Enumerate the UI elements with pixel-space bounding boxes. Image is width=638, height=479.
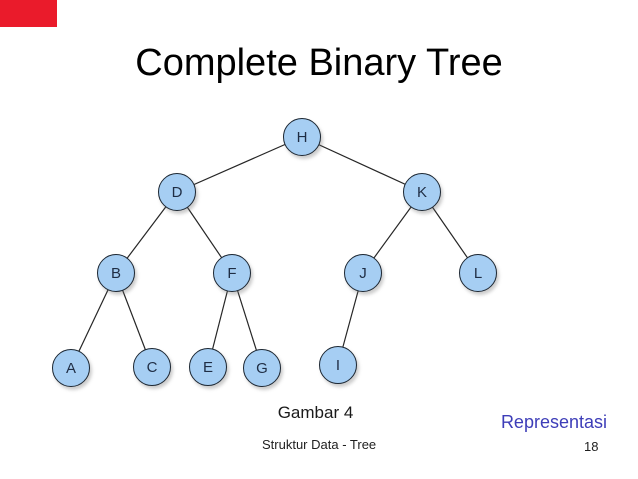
- tree-node-f: F: [213, 254, 251, 292]
- tree-node-j: J: [344, 254, 382, 292]
- tree-edge-h-d: [176, 136, 303, 193]
- tree-node-g: G: [243, 349, 281, 387]
- figure-caption: Gambar 4: [277, 403, 354, 422]
- page-number: 18: [584, 439, 599, 454]
- tree-node-a: A: [52, 349, 90, 387]
- red-corner-badge: [0, 0, 57, 27]
- tree-node-c: C: [133, 348, 171, 386]
- slide-title: Complete Binary Tree: [135, 42, 503, 84]
- footer-title: Struktur Data - Tree: [262, 437, 377, 452]
- tree-node-l: L: [459, 254, 497, 292]
- tree-node-d: D: [158, 173, 196, 211]
- tree-node-e: E: [189, 348, 227, 386]
- tree-node-b: B: [97, 254, 135, 292]
- tree-node-k: K: [403, 173, 441, 211]
- tree-edge-h-k: [301, 136, 423, 193]
- representasi-label: Representasi: [500, 412, 607, 432]
- tree-node-i: I: [319, 346, 357, 384]
- tree-node-h: H: [283, 118, 321, 156]
